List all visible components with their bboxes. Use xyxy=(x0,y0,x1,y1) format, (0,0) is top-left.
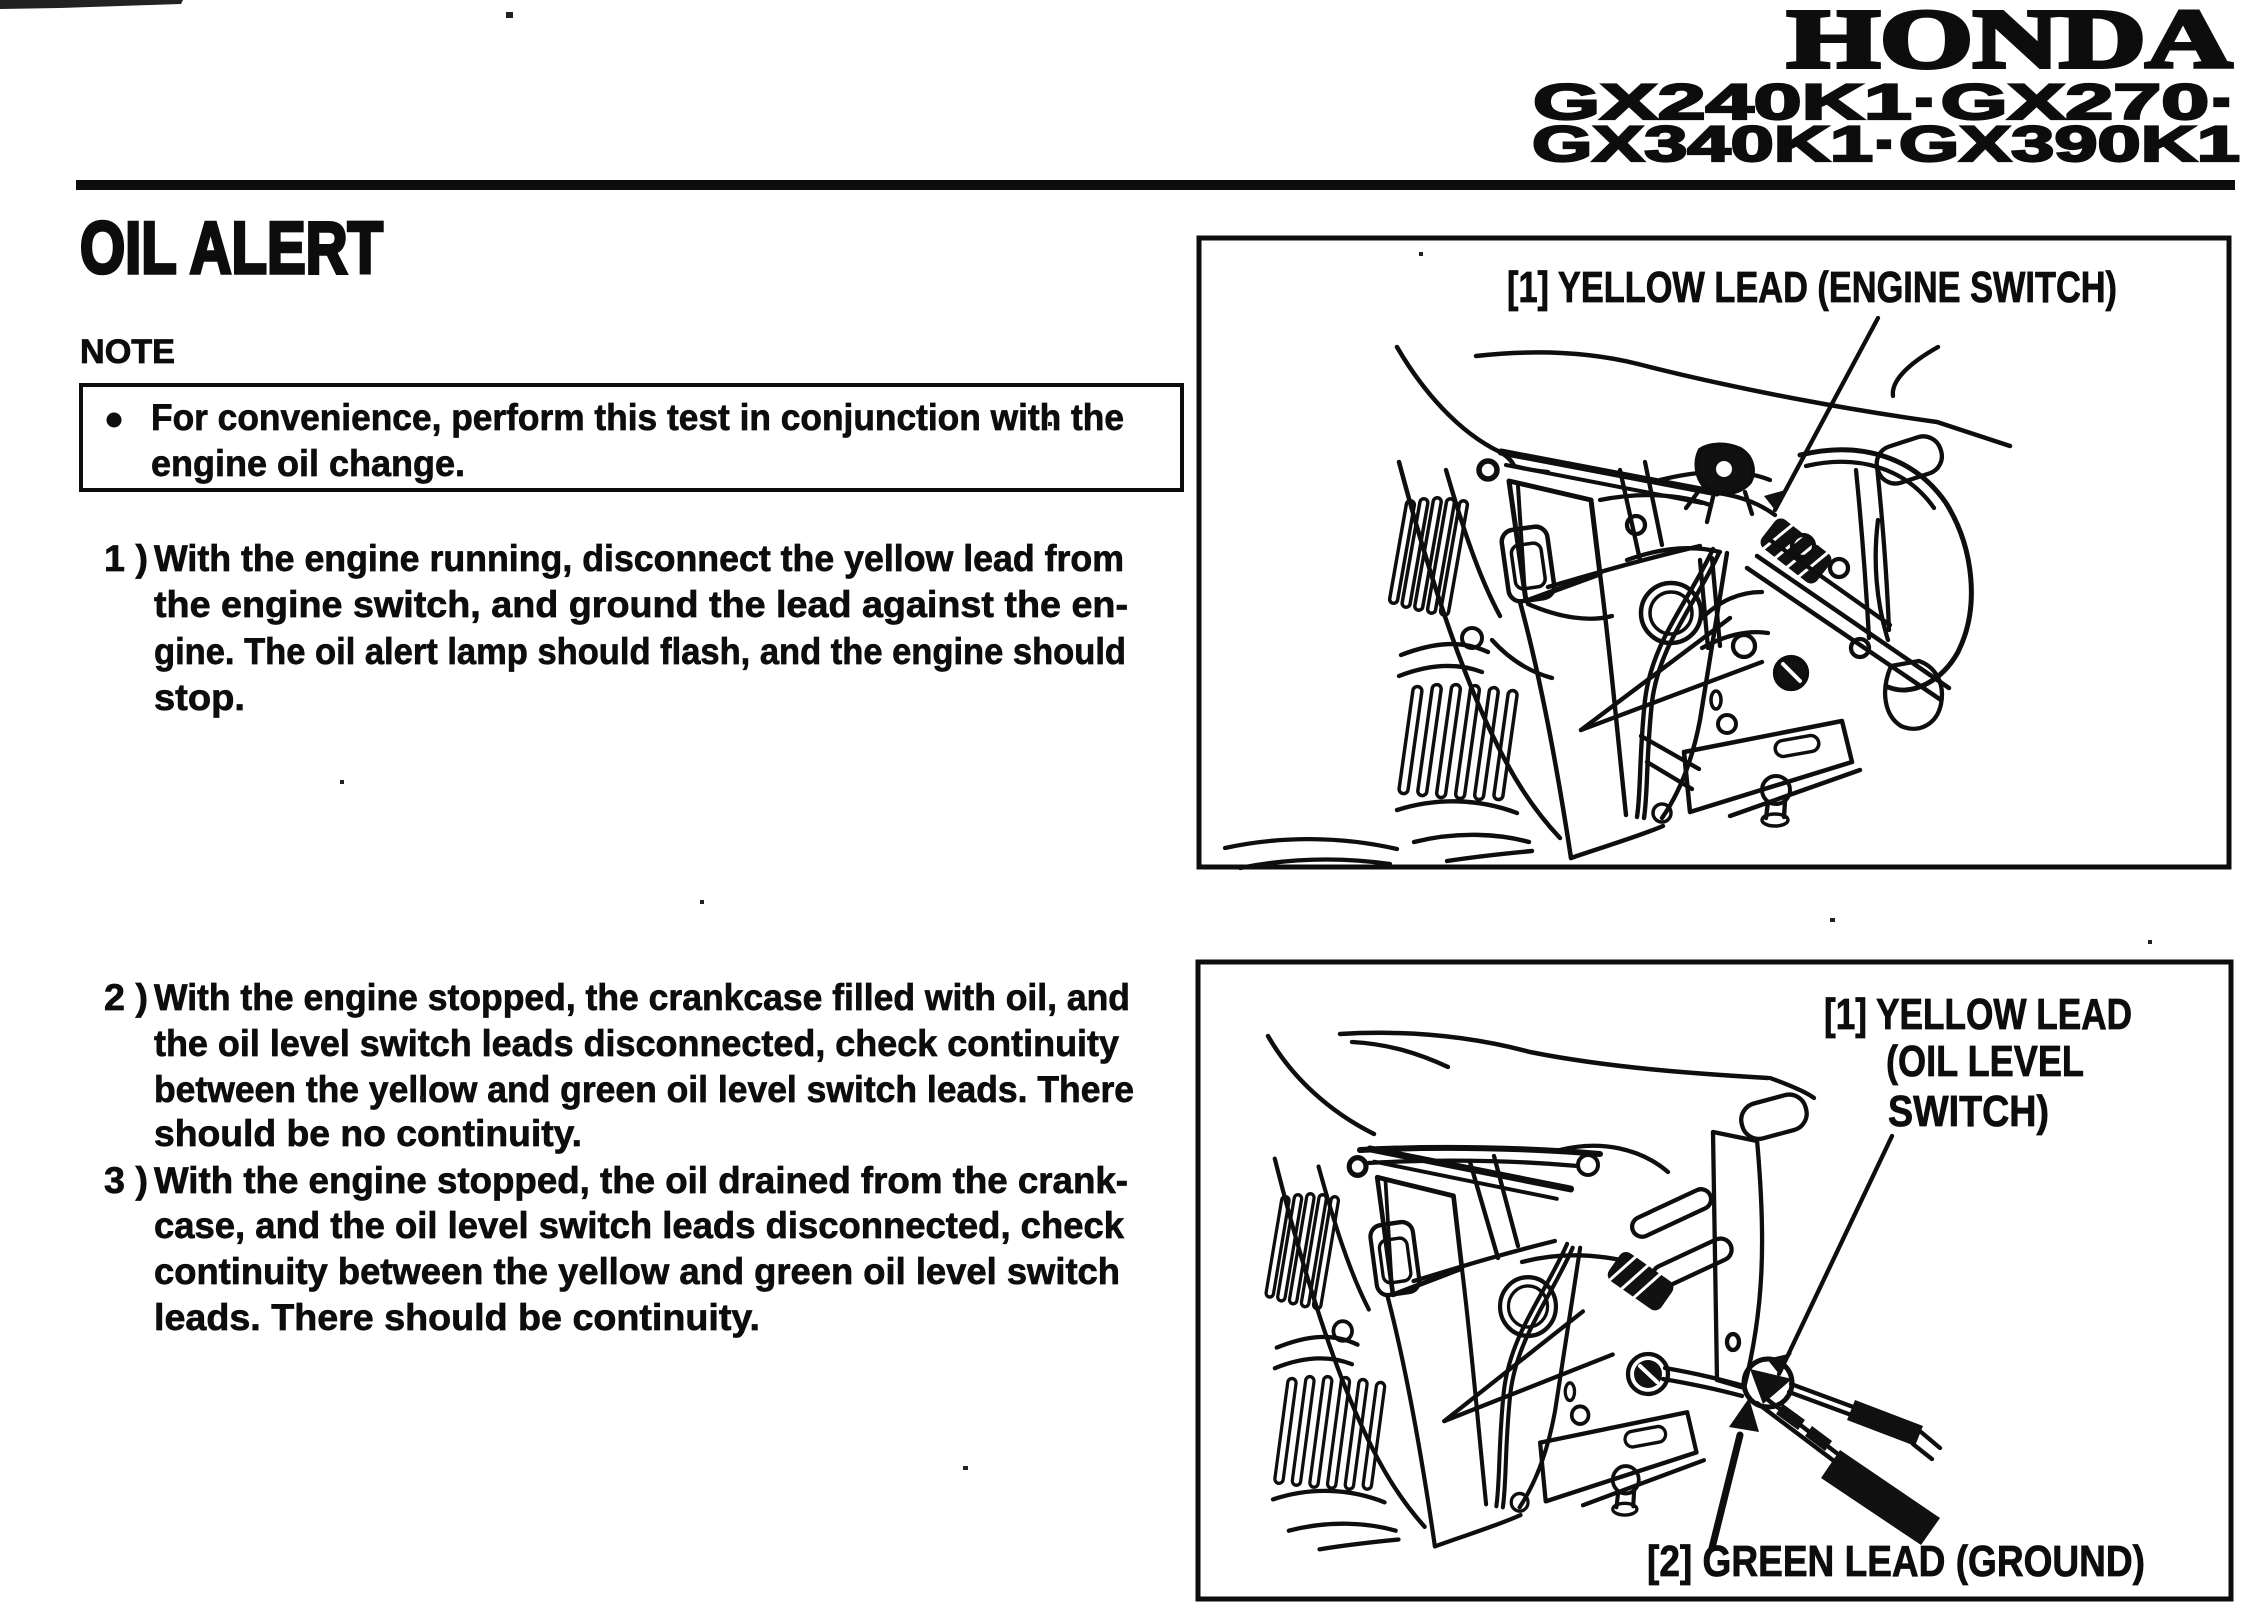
svg-text:stop.: stop. xyxy=(154,677,245,718)
svg-text:[2] GREEN LEAD (GROUND): [2] GREEN LEAD (GROUND) xyxy=(1647,1537,2145,1586)
svg-text:should be no continuity.: should be no continuity. xyxy=(154,1113,582,1154)
svg-text:gine. The oil alert lamp shoul: gine. The oil alert lamp should flash, a… xyxy=(154,631,1126,672)
svg-text:OIL ALERT: OIL ALERT xyxy=(80,208,383,289)
svg-text:the engine switch, and ground: the engine switch, and ground the lead a… xyxy=(154,584,1128,625)
svg-text:(OIL LEVEL: (OIL LEVEL xyxy=(1886,1037,2084,1086)
svg-text:the oil level switch leads dis: the oil level switch leads disconnected,… xyxy=(154,1023,1119,1064)
svg-text:NOTE: NOTE xyxy=(80,333,175,371)
svg-text:HONDA: HONDA xyxy=(1787,0,2232,86)
svg-text:With the engine stopped, the o: With the engine stopped, the oil drained… xyxy=(154,1160,1128,1201)
svg-text:between the yellow and green o: between the yellow and green oil level s… xyxy=(154,1069,1134,1110)
svg-text:SWITCH): SWITCH) xyxy=(1888,1087,2049,1136)
svg-text:engine oil change.: engine oil change. xyxy=(151,443,465,484)
svg-text:[1] YELLOW LEAD: [1] YELLOW LEAD xyxy=(1824,990,2132,1039)
svg-text:[1] YELLOW LEAD (ENGINE SWITCH: [1] YELLOW LEAD (ENGINE SWITCH) xyxy=(1507,263,2117,312)
svg-text:1 ): 1 ) xyxy=(104,538,148,579)
svg-text:GX240K1·GX270·: GX240K1·GX270· xyxy=(1533,74,2238,130)
svg-text:continuity between the yellow: continuity between the yellow and green … xyxy=(154,1251,1120,1292)
svg-text:GX340K1·GX390K1: GX340K1·GX390K1 xyxy=(1532,116,2240,172)
svg-text:leads. There should be continu: leads. There should be continuity. xyxy=(154,1297,760,1338)
svg-text:case, and the oil level switch: case, and the oil level switch leads dis… xyxy=(154,1205,1124,1246)
svg-text:3 ): 3 ) xyxy=(104,1160,148,1201)
svg-text:With the engine stopped, the c: With the engine stopped, the crankcase f… xyxy=(154,977,1130,1018)
svg-text:For convenience, perform this: For convenience, perform this test in co… xyxy=(151,397,1124,438)
svg-text:2 ): 2 ) xyxy=(104,977,148,1018)
svg-text:With the engine running, disco: With the engine running, disconnect the … xyxy=(154,538,1124,579)
